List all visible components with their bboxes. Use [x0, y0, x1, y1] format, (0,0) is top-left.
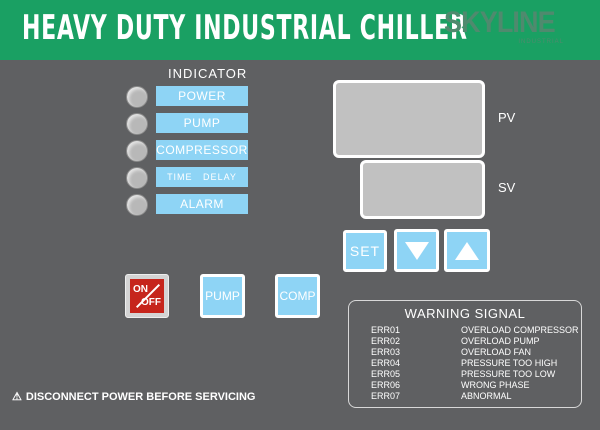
off-label: OFF	[141, 297, 161, 308]
warning-row: ERR05 PRESSURE TOO LOW	[371, 369, 581, 380]
sv-display	[360, 160, 485, 219]
error-code: ERR02	[371, 336, 401, 346]
pv-display	[333, 80, 485, 158]
indicator-label: COMPRESSOR	[156, 140, 248, 160]
error-message: PRESSURE TOO HIGH	[461, 358, 558, 368]
pv-label: PV	[498, 110, 516, 125]
indicator-compressor: COMPRESSOR	[126, 140, 250, 162]
indicator-time-delay: TIME DELAY	[126, 167, 250, 189]
indicator-label: ALARM	[156, 194, 248, 214]
error-code: ERR04	[371, 358, 401, 368]
error-message: OVERLOAD PUMP	[461, 336, 540, 346]
indicator-pump: PUMP	[126, 113, 250, 135]
logo-text: SKYLINE	[444, 6, 556, 39]
error-code: ERR06	[371, 380, 401, 390]
warning-row: ERR03 OVERLOAD FAN	[371, 347, 581, 358]
error-code: ERR07	[371, 391, 401, 401]
indicator-label: TIME DELAY	[156, 167, 248, 187]
arrow-up-icon	[455, 241, 479, 260]
safety-notice: ⚠DISCONNECT POWER BEFORE SERVICING	[12, 390, 255, 403]
comp-button[interactable]: COMP	[275, 274, 320, 318]
on-label: ON	[133, 284, 148, 295]
indicator-title: INDICATOR	[168, 66, 248, 81]
time-delay-lamp-icon	[126, 167, 148, 189]
warning-row: ERR07 ABNORMAL	[371, 391, 581, 402]
error-message: WRONG PHASE	[461, 380, 530, 390]
compressor-lamp-icon	[126, 140, 148, 162]
sv-label: SV	[498, 180, 516, 195]
power-lamp-icon	[126, 86, 148, 108]
on-off-button[interactable]: ON OFF	[125, 274, 169, 318]
power-switch-icon: ON OFF	[130, 279, 164, 313]
error-message: PRESSURE TOO LOW	[461, 369, 556, 379]
error-code: ERR03	[371, 347, 401, 357]
error-message: OVERLOAD COMPRESSOR	[461, 325, 579, 335]
warning-row: ERR04 PRESSURE TOO HIGH	[371, 358, 581, 369]
pump-lamp-icon	[126, 113, 148, 135]
brand-logo: SKYLINE INDUSTRIAL	[444, 6, 566, 50]
warning-row: ERR02 OVERLOAD PUMP	[371, 336, 581, 347]
indicator-label: PUMP	[156, 113, 248, 133]
warning-triangle-icon: ⚠	[12, 391, 22, 403]
down-button[interactable]	[394, 229, 439, 272]
error-message: OVERLOAD FAN	[461, 347, 532, 357]
error-code: ERR01	[371, 325, 401, 335]
warning-row: ERR01 OVERLOAD COMPRESSOR	[371, 325, 581, 336]
panel-title: HEAVY DUTY INDUSTRIAL CHILLER	[22, 8, 468, 48]
error-message: ABNORMAL	[461, 391, 512, 401]
safety-notice-text: DISCONNECT POWER BEFORE SERVICING	[25, 391, 256, 403]
indicator-label: POWER	[156, 86, 248, 106]
header-bar: HEAVY DUTY INDUSTRIAL CHILLER SKYLINE IN…	[0, 0, 600, 60]
indicator-power: POWER	[126, 86, 250, 108]
pump-button[interactable]: PUMP	[200, 274, 245, 318]
set-button[interactable]: SET	[343, 230, 387, 272]
up-button[interactable]	[444, 229, 490, 272]
warning-signal-panel: WARNING SIGNAL ERR01 OVERLOAD COMPRESSOR…	[348, 300, 582, 408]
indicator-alarm: ALARM	[126, 194, 250, 216]
logo-subtext: INDUSTRIAL	[518, 39, 564, 45]
error-code: ERR05	[371, 369, 401, 379]
warning-row: ERR06 WRONG PHASE	[371, 380, 581, 391]
arrow-down-icon	[404, 241, 429, 260]
alarm-lamp-icon	[126, 194, 148, 216]
warning-title: WARNING SIGNAL	[404, 306, 526, 321]
